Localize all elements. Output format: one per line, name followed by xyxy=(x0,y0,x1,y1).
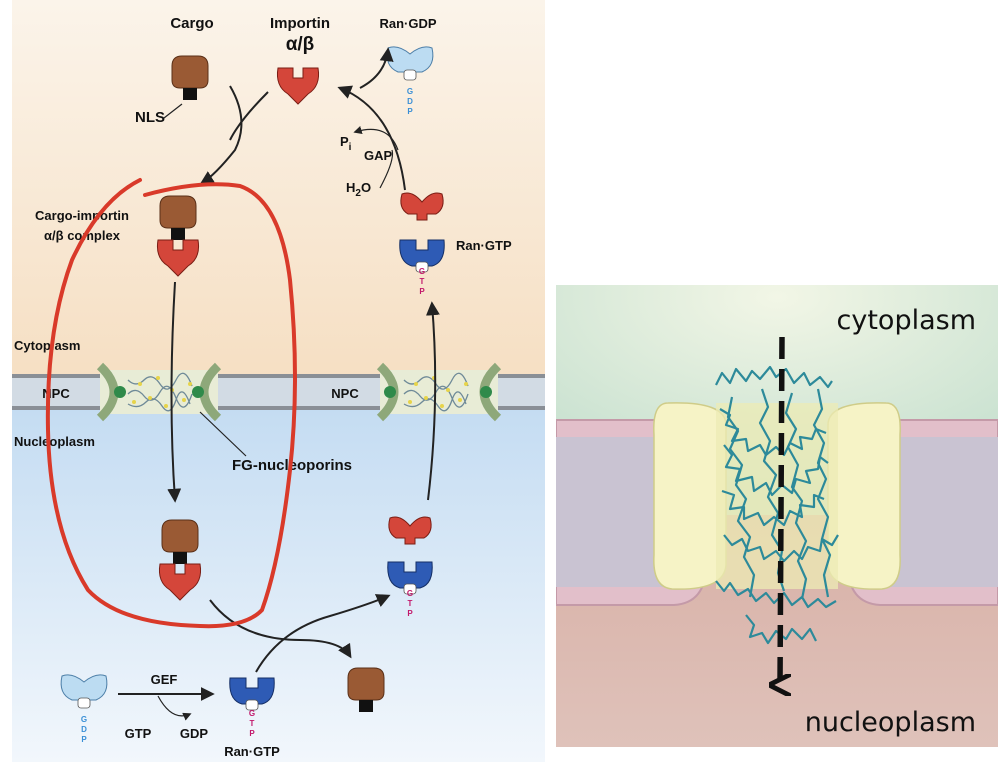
gdp-bottom-g: G xyxy=(81,715,87,724)
pore-ring-left xyxy=(653,402,727,590)
nls-label: NLS xyxy=(135,109,165,126)
gtp-bottom-p: P xyxy=(249,729,255,738)
gtp-bottom-t: T xyxy=(250,719,255,728)
gtp-mid-g: G xyxy=(407,589,413,598)
gdp-bottom-p: P xyxy=(81,735,87,744)
gdp-bottom-d: D xyxy=(81,725,87,734)
nucleoplasm-label: Nucleoplasm xyxy=(14,434,95,449)
gtp-mid-p: P xyxy=(407,609,413,618)
cytoplasm-region xyxy=(12,0,545,378)
released-cargo xyxy=(347,667,385,712)
nucleoplasm-region xyxy=(12,408,545,762)
gdp-output-label: GDP xyxy=(180,726,209,741)
cargo-protein xyxy=(171,55,209,100)
ran-gtp-right-label: Ran·GTP xyxy=(456,238,512,253)
cargo-label: Cargo xyxy=(170,15,213,32)
pi-label: Pi xyxy=(340,134,352,153)
importin-alpha-beta-label: α/β xyxy=(286,34,315,55)
ran-gdp-top-label: Ran·GDP xyxy=(379,16,436,31)
gtp-right-g: G xyxy=(419,267,425,276)
fg-nucleoporin-mesh xyxy=(715,365,839,645)
nuclear-import-cycle-diagram: Cytoplasm NPC NPC Nucleoplasm FG-nucleop… xyxy=(12,0,545,762)
annotation-loop xyxy=(45,178,297,629)
gdp-top-p: P xyxy=(407,107,413,116)
gef-label: GEF xyxy=(151,672,178,687)
nuclear-pore-illustration: cytoplasm nucleoplasm xyxy=(556,285,998,747)
cargo-importin-complex-bottom xyxy=(158,519,202,601)
h2o-label: H2O xyxy=(346,180,371,199)
transport-direction-arrow xyxy=(780,336,782,685)
complex-label-line2: α/β complex xyxy=(44,228,121,243)
gtp-bottom-g: G xyxy=(249,709,255,718)
importin-label: Importin xyxy=(270,15,330,32)
npc-right xyxy=(376,362,502,422)
gtp-right-p: P xyxy=(419,287,425,296)
cytoplasm-label: Cytoplasm xyxy=(14,338,80,353)
nucleoplasm-label-right: nucleoplasm xyxy=(805,707,976,738)
ran-gtp-bottom-label: Ran·GTP xyxy=(224,744,280,759)
gdp-top-g: G xyxy=(407,87,413,96)
gap-label: GAP xyxy=(364,148,393,163)
npc-left xyxy=(96,362,222,422)
gtp-mid-t: T xyxy=(408,599,413,608)
gtp-input-label: GTP xyxy=(125,726,152,741)
complex-label-line1: Cargo-importin xyxy=(35,208,129,223)
npc-right-label: NPC xyxy=(331,386,359,401)
gtp-right-t: T xyxy=(420,277,425,286)
gdp-top-d: D xyxy=(407,97,413,106)
cytoplasm-label-right: cytoplasm xyxy=(837,305,976,336)
pore-ring-right xyxy=(827,402,901,590)
cargo-importin-complex-top xyxy=(156,195,200,277)
